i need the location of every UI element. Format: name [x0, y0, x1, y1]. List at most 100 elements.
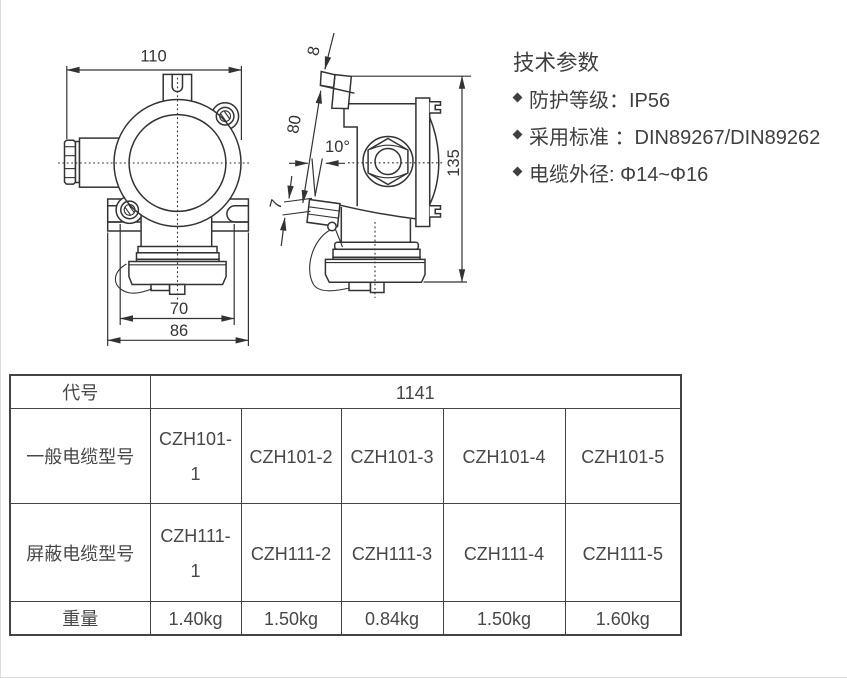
cell-value: 0.84kg [340, 601, 444, 636]
dim-10deg: 10° [289, 133, 350, 197]
diamond-bullet-icon [512, 129, 523, 140]
dim-label-135: 135 [440, 149, 464, 177]
cell-row-label: 一般电缆型号 [9, 408, 151, 504]
drawing-line [314, 158, 323, 196]
dim-label-80: 80 [279, 113, 306, 135]
drawing-circle [374, 147, 402, 176]
front-view: 110 70 86 [58, 43, 251, 346]
cell-code-value: 1141 [149, 374, 682, 409]
cell-value: 1.50kg [240, 601, 342, 636]
drawing-line [320, 84, 355, 94]
cell-value: CZH101-2 [240, 408, 342, 504]
spec-item-protection: 防护等级：IP56 [512, 84, 843, 113]
drawing-circle [219, 110, 232, 123]
drawing-path [429, 101, 442, 114]
drawing-line [223, 110, 230, 119]
drawing-line [282, 210, 311, 216]
drawing-path [369, 144, 407, 150]
drawing-shape [348, 281, 372, 292]
specs-block: 技术参数 防护等级：IP56 采用标准 ：DIN89267/DIN89262 电… [512, 46, 843, 187]
dim-label-8: 8 [299, 43, 324, 57]
spec-item-text: 电缆外径: Φ14~Φ16 [529, 158, 709, 187]
drawing-path [338, 204, 418, 220]
right-mount-slot [226, 205, 249, 223]
dim-135: 135 [351, 75, 471, 283]
dim-8: 8 [299, 32, 335, 70]
drawing-line [308, 206, 340, 212]
screw-bottom-left [120, 200, 140, 220]
dim-label-7: 7 [262, 196, 288, 211]
cell-value: 1.40kg [149, 601, 242, 636]
specs-title: 技术参数 [513, 46, 600, 77]
cell-code-label: 代号 [9, 374, 151, 409]
dim-70: 70 [119, 224, 235, 325]
cell-value: CZH111-1 [149, 503, 242, 602]
cell-value: CZH101-5 [564, 408, 682, 504]
drawing-shape [332, 248, 421, 259]
dim-label-110: 110 [140, 43, 166, 67]
cell-value: CZH111-2 [240, 503, 342, 602]
dim-label-10deg: 10° [325, 133, 350, 157]
table-row-weight: 重量 1.40kg 1.50kg 0.84kg 1.50kg 1.60kg [9, 601, 682, 636]
drawing-path [369, 173, 407, 179]
drawing-circle [123, 203, 136, 216]
cell-value: CZH101-4 [442, 408, 566, 504]
dim-110: 110 [66, 43, 242, 140]
drawing-path [330, 73, 353, 110]
drawing-circle [120, 200, 140, 220]
drawing-path [319, 70, 336, 89]
side-view: 8 80 10° 7 [262, 32, 471, 298]
dim-80: 80 [279, 90, 322, 204]
drawing-line [128, 204, 135, 213]
technical-drawing: .w { fill:#fff; stroke:#333; stroke-widt… [58, 32, 471, 346]
drawing-path [429, 205, 442, 218]
drawing-line [311, 158, 316, 197]
drawing-path [306, 198, 341, 228]
drawing-circle [215, 106, 235, 126]
lanyard-wire-side [309, 229, 350, 292]
cell-value: CZH101-3 [340, 408, 444, 504]
table-row-shielded-cable: 屏蔽电缆型号 CZH111-1 CZH111-2 CZH111-3 CZH111… [9, 503, 682, 602]
diamond-bullet-icon [512, 92, 523, 103]
drawing-path [334, 229, 344, 248]
cell-value: CZH111-4 [442, 503, 566, 602]
drawing-line [324, 32, 335, 70]
cell-row-label: 屏蔽电缆型号 [9, 503, 151, 602]
dim-7: 7 [262, 175, 294, 247]
drawing-shape [333, 241, 420, 251]
drawing-path [367, 137, 409, 186]
cell-row-label: 重量 [9, 601, 151, 636]
screw-top-right [215, 106, 235, 126]
drawing-shape [150, 283, 171, 292]
dim-86: 86 [107, 232, 249, 346]
drawing-path [343, 103, 358, 207]
hex-nut [362, 135, 414, 188]
spec-table: 代号 1141 一般电缆型号 CZH101-1 CZH101-2 CZH101-… [9, 374, 683, 636]
drawing-line [124, 207, 131, 216]
cell-value: CZH111-5 [564, 503, 682, 602]
drawing-circle [327, 221, 337, 232]
spec-item-cable-od: 电缆外径: Φ14~Φ16 [512, 158, 843, 187]
drawing-line [280, 217, 287, 247]
drawing-line [283, 197, 313, 203]
cell-value: 1.60kg [564, 601, 682, 636]
dim-label-70: 70 [170, 295, 188, 319]
table-row-general-cable: 一般电缆型号 CZH101-1 CZH101-2 CZH101-3 CZH101… [9, 408, 682, 504]
table-row-code: 代号 1141 [9, 374, 682, 409]
diamond-bullet-icon [512, 166, 523, 177]
spec-item-standard: 采用标准 ：DIN89267/DIN89262 [512, 121, 843, 150]
spec-item-text: 采用标准 ：DIN89267/DIN89262 [529, 121, 821, 150]
drawing-line [308, 213, 339, 219]
cell-value: CZH111-3 [340, 503, 444, 602]
drawing-shape [369, 281, 385, 294]
drawing-line [220, 113, 227, 122]
spec-item-text: 防护等级：IP56 [529, 84, 671, 113]
lanyard-wire [114, 263, 153, 294]
drawing-path [429, 117, 440, 205]
drawing-shape [78, 137, 121, 188]
dim-label-86: 86 [170, 317, 188, 341]
drawing-line [287, 175, 294, 199]
cell-value: 1.50kg [442, 601, 566, 636]
cell-value: CZH101-1 [149, 408, 242, 504]
